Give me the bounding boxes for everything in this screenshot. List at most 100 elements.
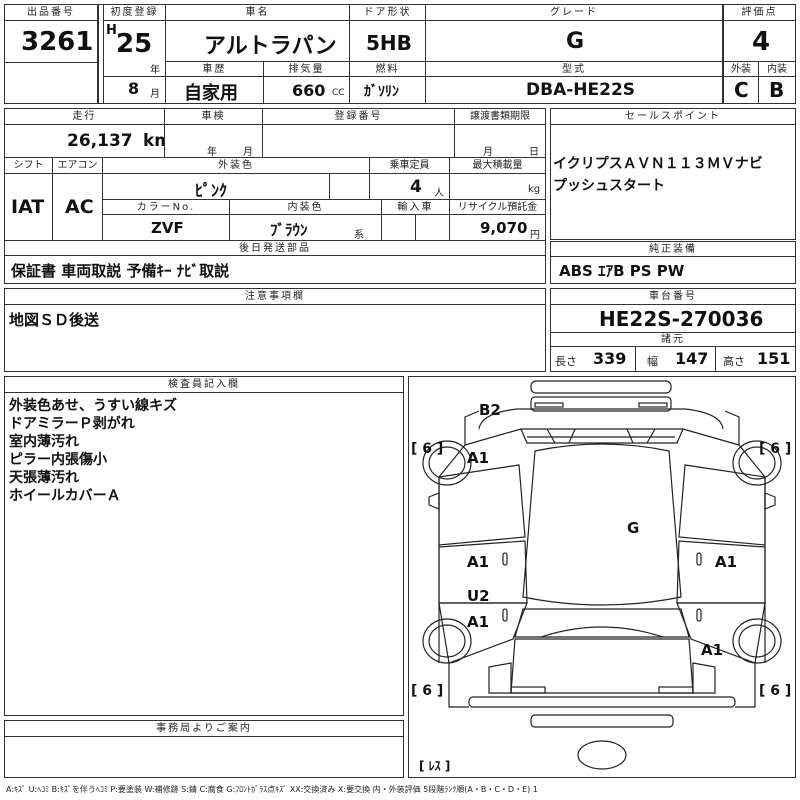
mark-a1-left-door: A1: [467, 553, 490, 571]
shift-value: IAT: [11, 196, 45, 218]
genuine-box: 純正装備 ABS ｴｱB PS PW: [550, 241, 796, 284]
inspection-month-unit: 月: [243, 147, 253, 158]
reg-no-cell: [263, 125, 455, 158]
height-label: 高さ: [723, 355, 745, 368]
import-cell-b: [416, 215, 450, 241]
door-type: 5HB: [366, 31, 412, 55]
tire-fr: [ 6 ]: [759, 441, 792, 457]
inspector-line-2: ドアミラーＰ剥がれ: [9, 416, 135, 432]
capacity-value: 4: [410, 177, 422, 197]
inspector-header: 検査員記入欄: [5, 377, 403, 393]
mark-a1-right-rear: A1: [701, 641, 724, 659]
shift-header: シフト: [5, 158, 53, 174]
sales-header: セールスポイント: [551, 109, 795, 125]
transfer-cell: 月 日: [455, 125, 545, 158]
first-reg-header: 初度登録: [104, 5, 166, 21]
inspector-line-5: 天張薄汚れ: [9, 470, 79, 486]
door-header: ドア形状: [350, 5, 426, 21]
inspector-line-1: 外装色あせ、うすい線キズ: [9, 398, 177, 414]
inspection-header: 車検: [165, 109, 263, 125]
history-header: 車歴: [166, 62, 264, 77]
divider: [715, 347, 716, 372]
fuel-value: ｶﾞｿﾘﾝ: [364, 84, 399, 100]
aircon-header: エアコン: [53, 158, 103, 174]
lot-header: 出品番号: [5, 5, 98, 21]
mark-g-roof: G: [627, 519, 640, 537]
color-no-cell: ZVF: [103, 215, 230, 241]
score-value: 4: [752, 27, 771, 57]
color-no-header: カラーNo.: [103, 200, 230, 215]
mark-a1-right-door: A1: [715, 553, 738, 571]
int-header: 内装: [759, 62, 795, 77]
width-value: 147: [675, 349, 709, 368]
displacement-value: 660: [292, 81, 326, 100]
sales-line-1: イクリプスＡＶＮ１１３ＭＶナビ: [553, 156, 763, 172]
ext-header: 外装: [723, 62, 759, 77]
notes-header: 注意事項欄: [5, 289, 545, 305]
later-parts-cell: 保証書 車両取説 予備ｷｰ ﾅﾋﾞ取説: [4, 256, 546, 284]
divider: [551, 332, 795, 333]
capacity-cell: 4 人: [370, 174, 450, 200]
tire-rl: [ 6 ]: [411, 683, 444, 699]
inspector-line-6: ホイールカバーＡ: [9, 488, 121, 504]
genuine-header: 純正装備: [551, 242, 795, 257]
max-load-unit: kg: [528, 184, 541, 195]
shift-cell: IAT: [5, 174, 53, 241]
length-label: 長さ: [555, 355, 577, 368]
tire-fl: [ 6 ]: [411, 441, 444, 457]
import-cell-a: [382, 215, 416, 241]
displacement-cell: 660 CC: [264, 77, 350, 103]
mark-a1-left-rear: A1: [467, 613, 490, 631]
car-name-cell: アルトラパン: [166, 21, 350, 62]
divider: [5, 62, 98, 63]
divider: [98, 5, 99, 103]
car-name-header: 車名: [166, 5, 350, 21]
chassis-value: HE22S-270036: [599, 307, 764, 331]
int-color-cell: ﾌﾞﾗｳﾝ 系: [230, 215, 382, 241]
legend-footer: A:ｷｽﾞ U:ﾍｺﾐ B:ｷｽﾞを伴うﾍｺﾐ P:要塗装 W:補修跡 S:錆 …: [6, 785, 538, 794]
spare-tire: [ ﾚｽ ]: [419, 759, 451, 773]
recycle-header: リサイクル預託金: [450, 200, 545, 215]
dims-header: 諸元: [551, 333, 795, 347]
sales-line-2: プッシュスタート: [553, 178, 665, 194]
lot-number: 3261: [21, 27, 94, 57]
grade-value: G: [566, 29, 585, 54]
ext-color-header: 外装色: [103, 158, 370, 174]
color-no-value: ZVF: [151, 219, 184, 237]
genuine-value: ABS ｴｱB PS PW: [559, 262, 685, 280]
chassis-header: 車台番号: [551, 289, 795, 305]
score-header: 評価点: [723, 5, 795, 21]
max-load-cell: kg: [450, 174, 545, 200]
history-value: 自家用: [184, 83, 238, 103]
height-value: 151: [757, 349, 791, 368]
displacement-header: 排気量: [264, 62, 350, 77]
fuel-header: 燃料: [350, 62, 426, 77]
recycle-unit: 円: [530, 230, 540, 241]
reg-year: 25: [116, 29, 153, 59]
mileage-unit: km: [143, 131, 164, 151]
inspector-line-3: 室内薄汚れ: [9, 434, 79, 450]
ext-color-cell: ﾋﾟﾝｸ: [103, 174, 330, 200]
int-value: B: [769, 78, 785, 102]
model-value: DBA-HE22S: [526, 80, 636, 100]
tire-rr: [ 6 ]: [759, 683, 792, 699]
recycle-cell: 9,070 円: [450, 215, 545, 241]
grade-cell: G: [426, 21, 723, 62]
max-load-header: 最大積載量: [450, 158, 545, 174]
door-cell: 5HB: [350, 21, 426, 62]
year-unit: 年: [150, 65, 160, 76]
mark-u2: U2: [467, 587, 490, 605]
fuel-cell: ｶﾞｿﾘﾝ: [350, 77, 426, 103]
notes-value: 地図ＳＤ後送: [9, 311, 100, 329]
office-box: 事務局よりご案内: [4, 720, 404, 778]
model-header: 型式: [426, 62, 723, 77]
model-cell: DBA-HE22S: [426, 77, 723, 103]
car-diagram: [422, 380, 782, 770]
divider: [104, 76, 166, 77]
car-diagram-box: B2 A1 G A1 A1 U2 A1 A1 [ 6 ] [ 6 ] [ 6 ]…: [408, 376, 796, 778]
int-cell: B: [759, 77, 795, 103]
int-color-suffix: 系: [354, 230, 364, 241]
width-label: 幅: [647, 355, 658, 368]
divider: [103, 5, 104, 103]
mark-a1-front-left: A1: [467, 449, 490, 467]
